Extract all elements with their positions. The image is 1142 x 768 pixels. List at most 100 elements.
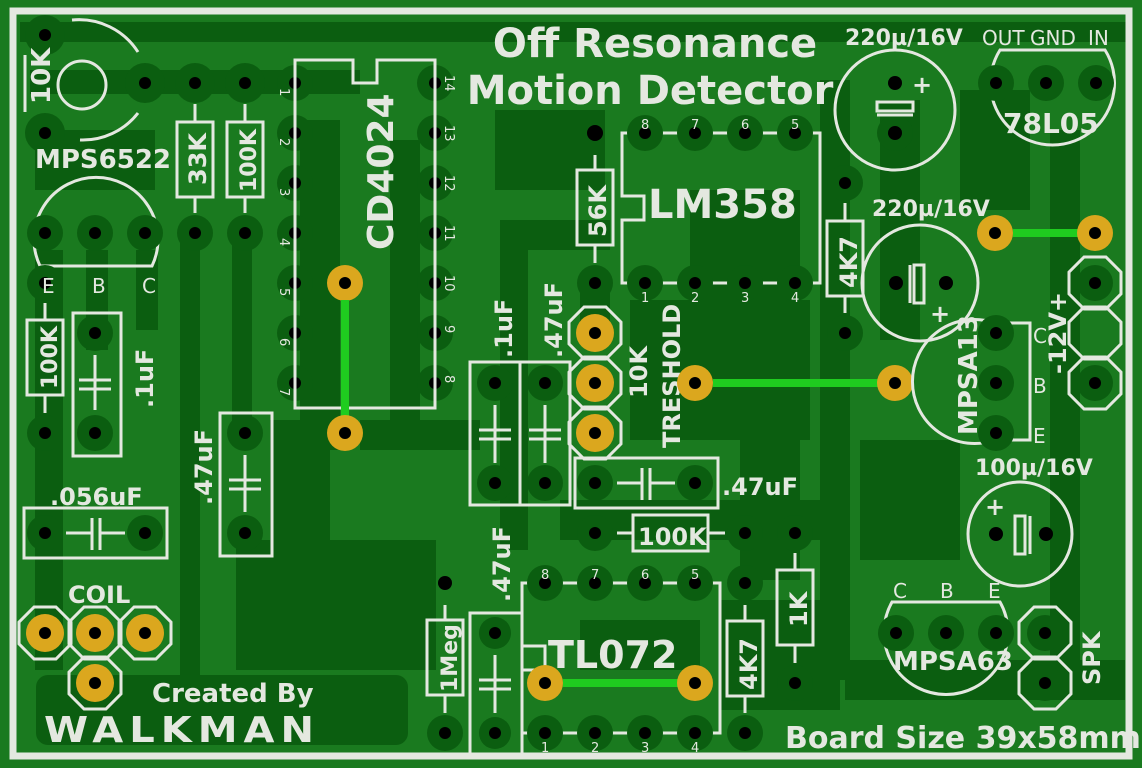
pin-number: 3: [641, 741, 649, 756]
coil-connector[interactable]: COIL: [17, 581, 173, 711]
drill-hole: [689, 577, 701, 589]
pin-number: 10: [441, 275, 456, 292]
c-1uf-left-label: .1uF: [131, 349, 159, 408]
power-connector-12v[interactable]: -12V+: [1044, 255, 1123, 411]
pin-number: 4: [276, 238, 291, 246]
reg-label: 78L05: [1003, 107, 1099, 140]
capacitor-47uf-horiz: .47uF: [573, 456, 798, 510]
resistor-1k: 1K: [775, 553, 815, 701]
pad-outline: [1067, 355, 1123, 411]
pin-number: 8: [641, 118, 649, 133]
drill-hole: [539, 727, 551, 739]
r-1k-label: 1K: [785, 590, 813, 627]
r-100k-top-label: 100K: [237, 128, 262, 192]
capacitor-220uf-top: 220µ/16V +: [833, 26, 963, 172]
drill-hole: [589, 727, 601, 739]
drill-hole: [639, 127, 651, 139]
pad-outline: [17, 605, 73, 661]
credit-line1: Created By: [152, 679, 314, 709]
drill-hole: [539, 577, 551, 589]
drill-hole: [639, 277, 651, 289]
ic-lm358-label: LM358: [648, 182, 797, 228]
pin-number: 13: [441, 125, 456, 142]
capacitor-1uf-left: .1uF: [71, 311, 159, 458]
r-56k-label: 56K: [584, 184, 612, 237]
pot-threshold[interactable]: 10K TRESHOLD: [567, 304, 913, 461]
pin-number: 5: [691, 568, 699, 583]
drill-hole: [589, 327, 601, 339]
q2-pin-b: B: [1033, 374, 1047, 398]
q1-pin-c: C: [142, 274, 156, 298]
capacitor-pair-mid: .1uF .47uF: [468, 282, 572, 507]
power-label: -12V+: [1044, 292, 1072, 374]
pin-number: 2: [691, 291, 699, 306]
c-47uf-bottom-label: .47uF: [488, 526, 516, 602]
regulator-78l05: OUT GND IN 78L05: [978, 26, 1116, 147]
drill-hole: [639, 577, 651, 589]
resistor-1meg: 1Meg: [425, 576, 465, 751]
resistor-100k-mid: 100K: [577, 513, 813, 553]
board-outline: [9, 7, 1133, 760]
pin-number: 3: [741, 291, 749, 306]
drill-hole: [789, 277, 801, 289]
pin-number: 9: [441, 325, 456, 333]
pin-number: 7: [591, 568, 599, 583]
cap-100-label: 100µ/16V: [975, 456, 1093, 481]
cap-220-mid-label: 220µ/16V: [872, 197, 990, 222]
resistor-4k7-bottom: 4K7: [725, 565, 765, 751]
reg-pin-in: IN: [1088, 26, 1109, 50]
q3-pin-c: C: [893, 579, 907, 603]
pin-number: 6: [641, 568, 649, 583]
pin-number: 7: [691, 118, 699, 133]
pot-10k: 10K: [23, 15, 140, 153]
c-056uf-label: .056uF: [50, 483, 143, 511]
r-100k-mid-label: 100K: [638, 523, 708, 551]
reg-pin-out: OUT: [982, 26, 1025, 50]
pin-number: 2: [591, 741, 599, 756]
pin-number: 12: [441, 175, 456, 192]
cap-100-plus: +: [985, 493, 1005, 521]
top-pad-row: [125, 63, 265, 103]
transistor-mpsa13: MPSA13 C B E: [911, 315, 1047, 451]
pin-number: 5: [791, 118, 799, 133]
pot-10k-label: 10K: [27, 47, 57, 104]
drill-hole: [689, 127, 701, 139]
q3-pin-e: E: [988, 579, 1001, 603]
coil-label: COIL: [68, 581, 130, 609]
drill-hole: [589, 377, 601, 389]
pin-number: 1: [541, 741, 549, 756]
drill-hole: [1089, 377, 1101, 389]
drill-hole: [1089, 277, 1101, 289]
spk-label: SPK: [1078, 630, 1106, 685]
q3-pin-b: B: [940, 579, 954, 603]
pin-number: 6: [276, 338, 291, 346]
drill-hole: [789, 127, 801, 139]
board-title-line1: Off Resonance: [493, 21, 817, 67]
pin-number: 11: [441, 225, 456, 242]
pot-threshold-value: 10K: [625, 345, 653, 398]
cap-220-top-label: 220µ/16V: [845, 26, 963, 51]
c-47uf-horiz-label: .47uF: [722, 473, 798, 501]
q1-label: MPS6522: [35, 145, 171, 175]
capacitor-47uf-left: .47uF: [190, 411, 274, 558]
transistor-mps6522: MPS6522 E B C: [27, 145, 171, 301]
pad-outline: [117, 605, 173, 661]
q1-pin-e: E: [42, 274, 55, 298]
pin-number: 8: [441, 375, 456, 383]
c-47uf-mid-label: .47uF: [540, 282, 568, 358]
speaker-connector[interactable]: SPK: [1017, 605, 1106, 711]
ic-cd4024-label: CD4024: [361, 94, 402, 251]
c-47uf-left-label: .47uF: [190, 429, 218, 505]
pin-number: 14: [441, 75, 456, 92]
pad-outline: [1017, 655, 1073, 711]
pin-number: 1: [276, 88, 291, 96]
pin-number: 4: [691, 741, 699, 756]
resistor-100k-left: 100K: [25, 303, 65, 451]
pin-number: 5: [276, 288, 291, 296]
credit-line2: WALKMAN: [44, 709, 320, 751]
pin-number: 6: [741, 118, 749, 133]
pin-number: 3: [276, 188, 291, 196]
